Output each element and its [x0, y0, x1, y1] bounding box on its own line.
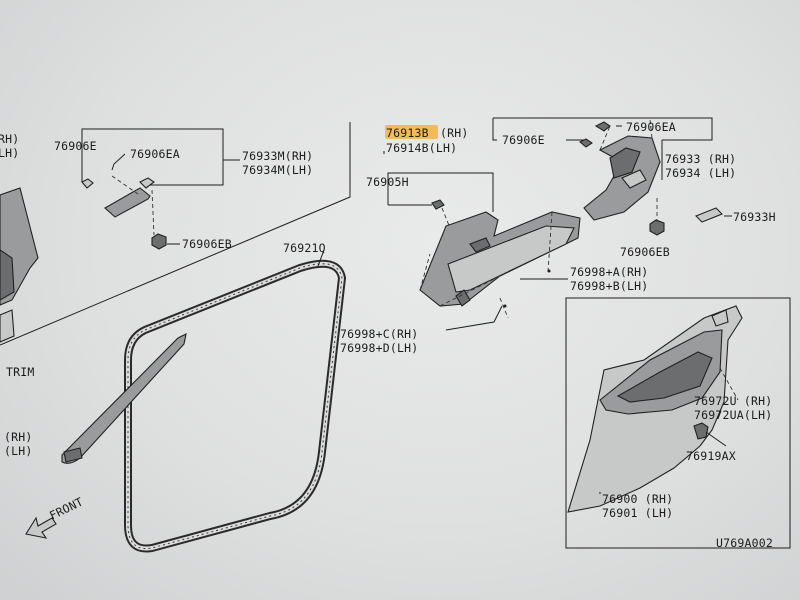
clip-76906EB-left [151, 233, 180, 250]
label-rh-lower: (RH) [4, 430, 33, 444]
label-76905H: 76905H [366, 175, 409, 189]
clip-76906EA-right [594, 121, 611, 132]
label-trim: TRIM [6, 365, 35, 379]
label-front: FRONT [47, 494, 85, 522]
label-76921Q: 76921Q [283, 241, 326, 255]
part-highlight [385, 125, 438, 139]
label-76934: 76934 (LH) [665, 166, 736, 180]
label-76972UA: 76972UA(LH) [694, 408, 772, 422]
label-76933: 76933 (RH) [665, 152, 736, 166]
label-rh-edge: RH) [0, 132, 19, 146]
inset-box [565, 297, 791, 549]
label-76906E-left: 76906E [54, 139, 97, 153]
label-76906EA-right: 76906EA [626, 120, 676, 134]
label-76933M: 76933M(RH) [242, 149, 313, 163]
clip-76919AX [693, 422, 727, 447]
label-76913B-rh: (RH) [440, 126, 469, 140]
label-76998B: 76998+B(LH) [570, 279, 648, 293]
a-pillar-trim [61, 333, 187, 464]
front-arrow [25, 516, 57, 539]
clip-76906EB-right [649, 198, 665, 236]
label-76919AX: 76919AX [686, 449, 736, 463]
upper-right-group [383, 151, 581, 331]
clip-76906E-left [81, 178, 94, 189]
clip-76906E-right [579, 138, 593, 148]
label-76913B: 76913B [386, 126, 429, 140]
pillar-trim-76913B [419, 211, 581, 319]
label-76998C: 76998+C(RH) [340, 327, 418, 341]
label-diagram-code: U769A002 [716, 536, 773, 550]
label-76906EA-left: 76906EA [130, 147, 180, 161]
screw-76905H [431, 199, 451, 229]
left-edge-trim [0, 187, 39, 343]
label-76906EB-right: 76906EB [620, 245, 670, 259]
label-76998A: 76998+A(RH) [570, 265, 648, 279]
cover-76933H [695, 207, 732, 223]
label-76900: 76900 (RH) [602, 492, 673, 506]
upper-far-right-group [492, 117, 732, 236]
divider-line [0, 122, 351, 346]
rear-pillar-trim-76933 [583, 119, 661, 221]
label-76906E-right: 76906E [502, 133, 545, 147]
label-76972U: 76972U (RH) [694, 394, 772, 408]
door-weatherstrip-76921Q [124, 249, 347, 553]
label-76934M: 76934M(LH) [242, 163, 313, 177]
label-lh-edge: LH) [0, 146, 19, 160]
label-76914B: 76914B(LH) [386, 141, 457, 155]
label-lh-lower: (LH) [4, 444, 33, 458]
upper-left-group [81, 128, 240, 250]
label-76901: 76901 (LH) [602, 506, 673, 520]
quarter-trim-76900 [567, 305, 743, 513]
label-76933H: 76933H [733, 210, 776, 224]
label-76906EB-left: 76906EB [182, 237, 232, 251]
bracket-76933M [104, 175, 155, 236]
label-76998D: 76998+D(LH) [340, 341, 418, 355]
